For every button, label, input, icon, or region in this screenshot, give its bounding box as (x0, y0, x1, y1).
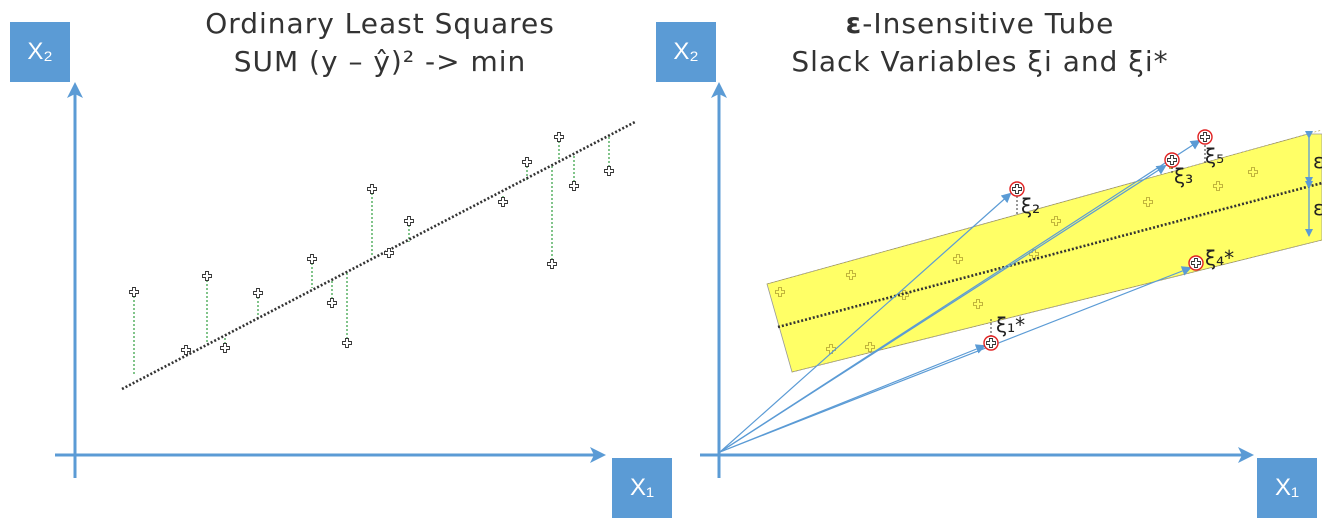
left-y-axis-label: X₂ (10, 22, 70, 82)
svr-regression-line (777, 181, 1322, 329)
left-panel (55, 82, 636, 478)
slack-label-xi5: ξ₅ (1205, 144, 1224, 168)
left-x-axis-label: X₁ (612, 458, 672, 518)
right-x-axis-label: X₁ (1257, 458, 1317, 518)
epsilon-label-upper: ε (1313, 149, 1322, 173)
slack-label-xi2: ξ₂ (1021, 194, 1040, 218)
right-y-axis-label: X₂ (656, 22, 716, 82)
right-title: ε-Insensitive Tube Slack Variables ξi an… (770, 5, 1190, 81)
slack-points (983, 129, 1213, 351)
right-title-line1-rest: -Insensitive Tube (862, 7, 1115, 40)
left-data-points (129, 132, 614, 355)
epsilon-symbol: ε (845, 7, 863, 40)
epsilon-tube (766, 133, 1322, 373)
slack-label-xi3: ξ₃ (1174, 164, 1193, 188)
left-title-line1: Ordinary Least Squares (205, 7, 555, 40)
slack-label-xi4: ξ₄* (1205, 246, 1234, 270)
right-panel: ε ε (700, 82, 1322, 478)
left-title: Ordinary Least Squares SUM (y – ŷ)² -> m… (160, 5, 600, 81)
epsilon-label-lower: ε (1313, 196, 1322, 220)
right-title-line1: ε-Insensitive Tube (770, 5, 1190, 43)
left-title-line2: SUM (y – ŷ)² -> min (233, 45, 527, 78)
slack-label-xi1: ξ₁* (996, 313, 1025, 337)
left-regression-line (121, 120, 636, 391)
right-title-line2: Slack Variables ξi and ξi* (791, 45, 1169, 78)
support-vector-arrows (719, 139, 1201, 453)
